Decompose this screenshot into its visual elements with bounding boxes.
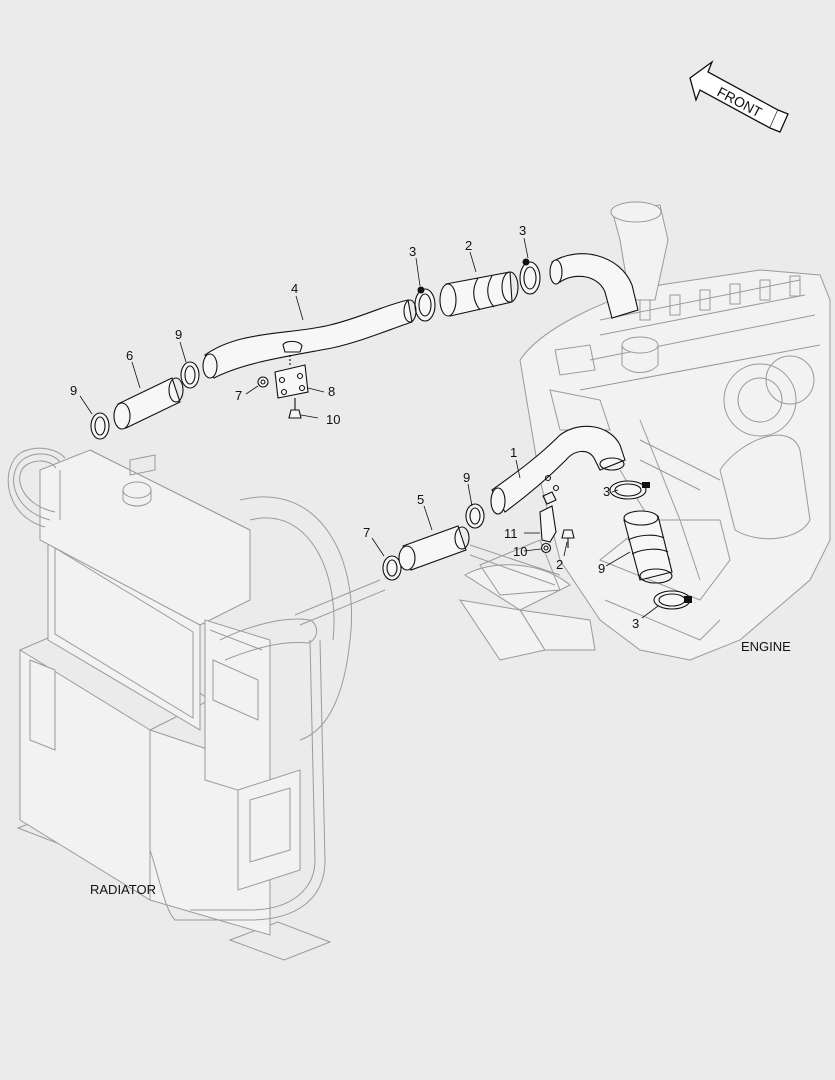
callout-3: 3 [409, 244, 416, 259]
callout-8: 8 [328, 384, 335, 399]
callout-10: 10 [326, 412, 340, 427]
callout-3: 3 [603, 484, 610, 499]
engine-label: ENGINE [741, 639, 791, 654]
clamp-part-9-mid [465, 503, 485, 529]
bracket-part-11 [539, 491, 557, 543]
callout-2: 9 [598, 561, 605, 576]
hose-part-6 [113, 377, 184, 430]
callout-1: 1 [510, 445, 517, 460]
bolt-part-10-upper [288, 398, 302, 419]
callout-9: 7 [363, 525, 370, 540]
coupling-part-2-lower [623, 510, 673, 584]
callout-3: 3 [632, 616, 639, 631]
callout-9: 9 [175, 327, 182, 342]
callout-4: 4 [291, 281, 298, 296]
callout-5: 5 [417, 492, 424, 507]
coupling-part-2-upper [439, 271, 519, 317]
callout-9: 9 [463, 470, 470, 485]
engine-assembly [458, 201, 831, 661]
callout-10: 2 [556, 557, 563, 572]
callouts: 3 2 3 4 9 6 9 7 8 10 1 9 5 3 11 7 10 2 9… [70, 223, 639, 631]
clamp-part-3-upper-left [414, 286, 436, 322]
callout-11: 11 [504, 526, 518, 541]
nut-part-7-lower [540, 542, 552, 554]
callout-3: 3 [519, 223, 526, 238]
radiator-assembly [7, 447, 386, 961]
callout-7: 10 [513, 544, 527, 559]
nut-part-7-upper [257, 376, 269, 388]
callout-7: 7 [235, 388, 242, 403]
pipe-part-4 [202, 299, 417, 379]
callout-2: 2 [465, 238, 472, 253]
callout-6: 6 [126, 348, 133, 363]
clamp-part-3-lower-top [609, 480, 650, 500]
bracket-part-8 [274, 340, 309, 399]
front-arrow: FRONT [689, 60, 789, 133]
clamp-part-9-left [90, 412, 110, 440]
bolt-part-10-lower [561, 529, 575, 548]
callout-9: 9 [70, 383, 77, 398]
hose-part-5 [398, 525, 470, 571]
radiator-label: RADIATOR [90, 882, 156, 897]
clamp-part-3-upper-right [519, 258, 541, 295]
upper-elbow-hose [549, 253, 639, 319]
elbow-part-1 [490, 425, 626, 515]
clamp-part-3-lower-bottom [653, 590, 692, 610]
clamp-part-9-upper [180, 361, 200, 389]
leader-lines [79, 237, 659, 619]
clamp-part-9-lower [382, 555, 402, 581]
